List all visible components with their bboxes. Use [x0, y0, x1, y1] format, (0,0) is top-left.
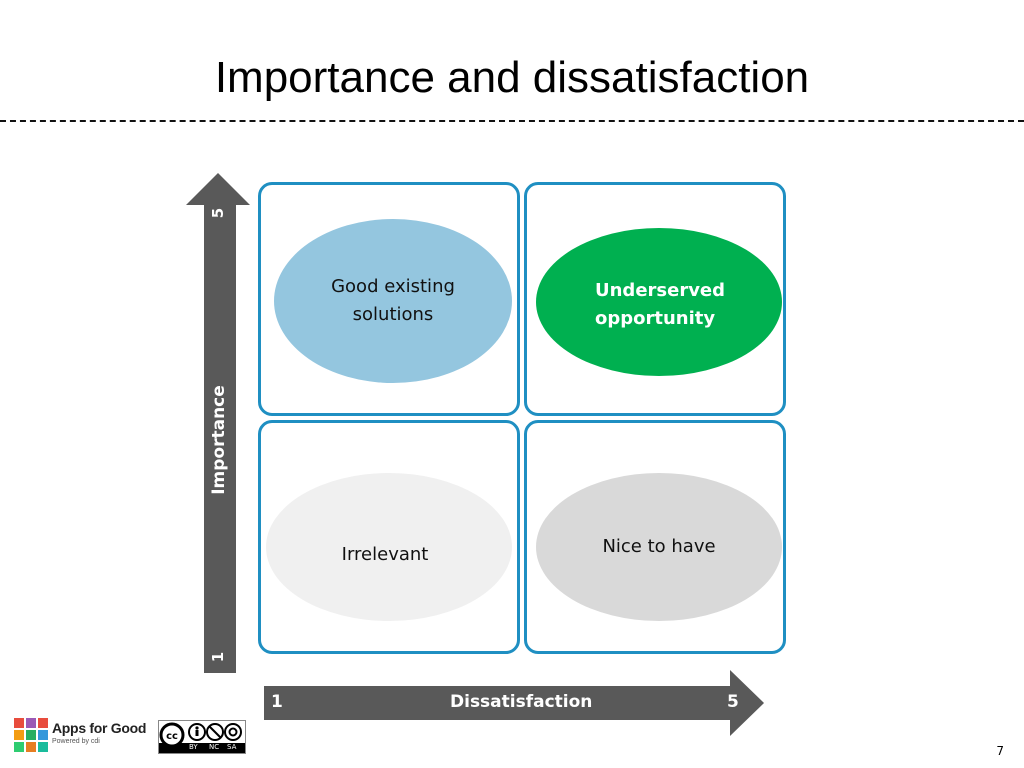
- dissatisfaction-axis-label: Dissatisfaction: [450, 692, 593, 712]
- importance-axis-label: Importance: [209, 385, 229, 495]
- importance-min-label: 1: [209, 651, 227, 663]
- dissatisfaction-min-label: 1: [271, 692, 283, 712]
- slide-title: Importance and dissatisfaction: [214, 53, 810, 102]
- cc-sa-label: SA: [227, 743, 237, 751]
- importance-max-label: 5: [209, 207, 227, 219]
- apps-for-good-logo-icon: [14, 718, 48, 752]
- irrelevant-label: Irrelevant: [341, 544, 429, 565]
- apps-for-good-brand: Apps for Good: [52, 720, 147, 736]
- powered-by-text: Powered by cdi: [52, 738, 100, 745]
- good-existing-solutions-ellipse: Good existing solutions: [274, 219, 512, 383]
- underserved-opportunity-ellipse: Underserved opportunity: [536, 228, 782, 376]
- underserved-opportunity-line1: Underserved: [595, 280, 726, 301]
- page-number: 7: [996, 744, 1004, 758]
- creative-commons-badge: cc BY NC SA: [158, 720, 246, 754]
- dissatisfaction-max-label: 5: [727, 692, 739, 712]
- importance-axis-arrow: [186, 173, 250, 673]
- cc-nc-label: NC: [209, 743, 220, 751]
- good-existing-solutions-line2: solutions: [352, 304, 434, 325]
- cc-by-label: BY: [189, 743, 198, 751]
- svg-text:cc: cc: [166, 731, 178, 742]
- dissatisfaction-axis-arrow: [264, 670, 764, 736]
- nice-to-have-ellipse: Nice to have: [536, 473, 782, 621]
- good-existing-solutions-line1: Good existing: [331, 276, 455, 297]
- dashed-divider: [0, 120, 1024, 122]
- irrelevant-ellipse: Irrelevant: [266, 473, 512, 621]
- importance-axis-label-wrap: Importance: [204, 385, 234, 495]
- underserved-opportunity-line2: opportunity: [595, 308, 716, 329]
- cc-license-icons: cc: [159, 721, 245, 748]
- nice-to-have-label: Nice to have: [602, 536, 716, 557]
